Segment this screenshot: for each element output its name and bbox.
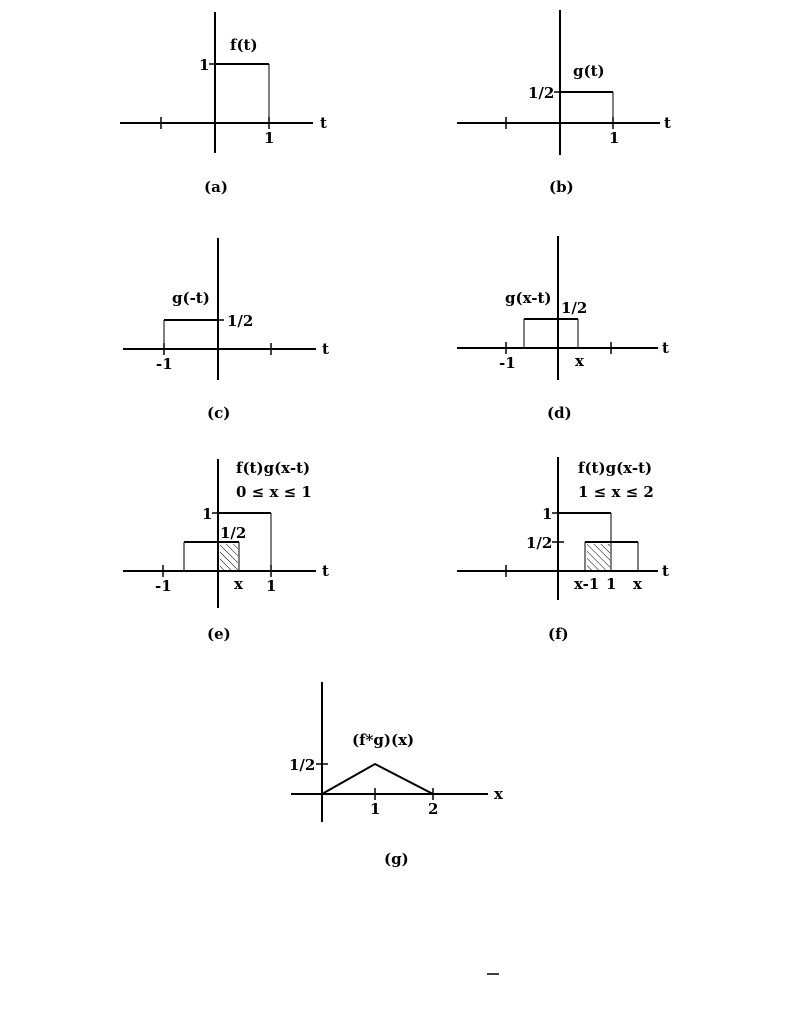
panel-f-x-tick-x-label: x (633, 575, 643, 593)
panel-c-function-label: g(-t) (172, 289, 210, 307)
panel-a-axis-label: t (320, 114, 327, 132)
panel-b-y-tick-label: 1/2 (528, 84, 554, 102)
panel-c-y-tick-label: 1/2 (227, 312, 253, 330)
panel-f-caption: (f) (548, 625, 569, 643)
panel-f: f(t)g(x-t) 1 ≤ x ≤ 2 1 1/2 x-1 1 x t (f) (457, 457, 669, 643)
panel-e-x-tick-x-label: x (234, 575, 244, 593)
panel-b-x-tick-label: 1 (609, 129, 619, 147)
panel-f-function-label: f(t)g(x-t) (578, 459, 652, 477)
panel-e-x-tick-1-label: 1 (266, 577, 276, 595)
panel-d-x-tick-x-label: x (575, 352, 585, 370)
panel-e-y-tick-half-label: 1/2 (220, 524, 246, 542)
panel-e-condition: 0 ≤ x ≤ 1 (236, 483, 312, 501)
panel-e-axis-label: t (322, 562, 329, 580)
panel-g-caption: (g) (384, 850, 409, 868)
panel-d-x-tick-neg-label: -1 (499, 354, 516, 372)
panel-c: g(-t) 1/2 -1 t (c) (123, 238, 329, 422)
panel-g-function-label: (f*g)(x) (352, 731, 414, 749)
panel-d-axis-label: t (662, 339, 669, 357)
panel-e-function-label: f(t)g(x-t) (236, 459, 310, 477)
panel-d-y-tick-label: 1/2 (561, 299, 587, 317)
panel-e-y-tick-1-label: 1 (202, 505, 212, 523)
panel-a-x-tick-label: 1 (264, 129, 274, 147)
panel-f-x-tick-xm1-label: x-1 (574, 575, 599, 593)
panel-e-x-tick-neg-label: -1 (155, 577, 172, 595)
panel-e-overlap-hatch (220, 544, 238, 570)
panel-a-caption: (a) (204, 178, 228, 196)
panel-f-condition: 1 ≤ x ≤ 2 (578, 483, 654, 501)
panel-g-convolution-triangle (322, 764, 433, 794)
panel-c-axis-label: t (322, 340, 329, 358)
panel-a-y-tick-label: 1 (199, 56, 209, 74)
panel-b-axis-label: t (664, 114, 671, 132)
panel-b-function-label: g(t) (573, 62, 605, 80)
panel-g: (f*g)(x) 1/2 1 2 x (g) (289, 682, 504, 868)
panel-c-caption: (c) (207, 404, 230, 422)
panel-e: f(t)g(x-t) 0 ≤ x ≤ 1 1 1/2 -1 x 1 t (e) (123, 459, 329, 643)
panel-b-caption: (b) (549, 178, 574, 196)
panel-g-y-tick-half-label: 1/2 (289, 756, 315, 774)
panel-e-caption: (e) (207, 625, 231, 643)
panel-c-x-tick-label: -1 (156, 355, 173, 373)
panel-d: g(x-t) 1/2 -1 x t (d) (457, 236, 669, 422)
panel-d-function-label: g(x-t) (505, 289, 552, 307)
panel-d-caption: (d) (547, 404, 572, 422)
panel-a-function-label: f(t) (230, 36, 258, 54)
panel-a: f(t) 1 1 t (a) (120, 12, 327, 196)
panel-f-y-tick-1-label: 1 (542, 505, 552, 523)
panel-f-axis-label: t (662, 562, 669, 580)
panel-b: g(t) 1/2 1 t (b) (457, 10, 671, 196)
panel-f-overlap-hatch (587, 544, 610, 570)
panel-g-x-tick-2-label: 2 (428, 800, 438, 818)
panel-g-axis-label: x (494, 785, 504, 803)
panel-g-x-tick-1-label: 1 (370, 800, 380, 818)
panel-f-x-tick-1-label: 1 (606, 575, 616, 593)
panel-f-y-tick-half-label: 1/2 (526, 534, 552, 552)
